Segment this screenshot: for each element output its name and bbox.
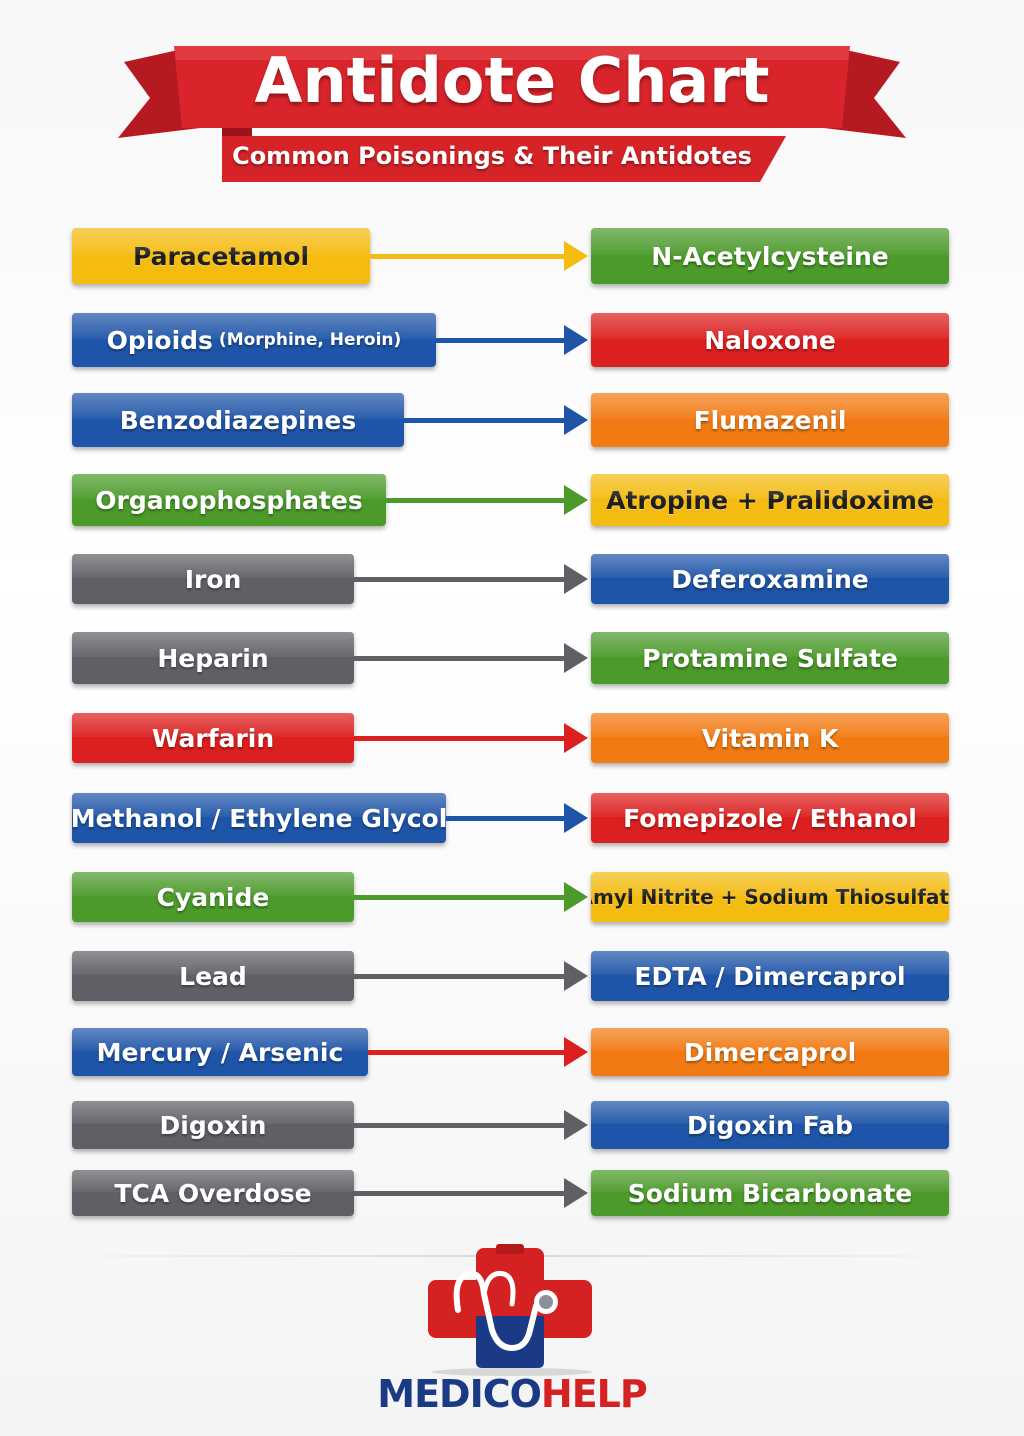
poison-box: Iron: [72, 554, 354, 604]
poison-box: Opioids(Morphine, Heroin): [72, 313, 436, 367]
medical-cross-stethoscope-icon: [412, 1244, 612, 1384]
antidote-label: Naloxone: [704, 325, 836, 355]
poison-label: Cyanide: [156, 882, 270, 912]
poison-label: Paracetamol: [132, 241, 310, 271]
arrow-icon: [354, 951, 588, 1001]
poison-box: Cyanide: [72, 872, 354, 922]
antidote-label: Fomepizole / Ethanol: [623, 803, 917, 833]
poison-box: Organophosphates: [72, 474, 386, 526]
arrow-icon: [354, 872, 588, 922]
poison-box: Benzodiazepines: [72, 393, 404, 447]
antidote-label: Sodium Bicarbonate: [627, 1178, 913, 1208]
arrow-icon: [446, 793, 588, 843]
antidote-label: Vitamin K: [701, 723, 839, 753]
antidote-box: Deferoxamine: [591, 554, 949, 604]
antidote-box: Vitamin K: [591, 713, 949, 763]
antidote-row: Digoxin Digoxin Fab: [0, 1101, 1024, 1149]
antidote-box: Amyl Nitrite + Sodium Thiosulfate: [591, 872, 949, 922]
antidote-row: Organophosphates Atropine + Pralidoxime: [0, 474, 1024, 526]
antidote-box: Naloxone: [591, 313, 949, 367]
poison-label: Iron: [184, 564, 242, 594]
poison-box: Lead: [72, 951, 354, 1001]
brand-part-2: HELP: [540, 1372, 648, 1416]
title-banner: Antidote Chart Common Poisonings & Their…: [0, 0, 1024, 200]
antidote-row: Lead EDTA / Dimercaprol: [0, 951, 1024, 1001]
brand-part-1: MEDICO: [377, 1372, 542, 1416]
antidote-row: Iron Deferoxamine: [0, 554, 1024, 604]
antidote-box: Flumazenil: [591, 393, 949, 447]
antidote-box: Atropine + Pralidoxime: [591, 474, 949, 526]
poison-box: TCA Overdose: [72, 1170, 354, 1216]
arrow-icon: [404, 393, 588, 447]
antidote-label: EDTA / Dimercaprol: [634, 961, 906, 991]
antidote-row: Opioids(Morphine, Heroin) Naloxone: [0, 313, 1024, 367]
brand-logo-text: MEDICOHELP: [0, 1372, 1024, 1416]
poison-label: Methanol / Ethylene Glycol: [72, 803, 446, 833]
antidote-label: Atropine + Pralidoxime: [606, 485, 934, 515]
arrow-icon: [368, 1028, 588, 1076]
arrow-icon: [370, 228, 588, 284]
arrow-icon: [354, 1101, 588, 1149]
antidote-box: N-Acetylcysteine: [591, 228, 949, 284]
antidote-box: Sodium Bicarbonate: [591, 1170, 949, 1216]
antidote-box: Digoxin Fab: [591, 1101, 949, 1149]
poison-label: Organophosphates: [95, 485, 363, 515]
poison-label: Warfarin: [151, 723, 275, 753]
antidote-row: Warfarin Vitamin K: [0, 713, 1024, 763]
page-title: Antidote Chart: [254, 44, 770, 117]
poison-note: (Morphine, Heroin): [218, 330, 402, 350]
arrow-icon: [354, 713, 588, 763]
poison-label: Digoxin: [159, 1110, 267, 1140]
antidote-box: Protamine Sulfate: [591, 632, 949, 684]
page-subtitle: Common Poisonings & Their Antidotes: [232, 142, 752, 170]
poison-label: Benzodiazepines: [119, 405, 357, 435]
poison-box: Mercury / Arsenic: [72, 1028, 368, 1076]
ribbon-graphic: [118, 46, 906, 182]
poison-label: Lead: [179, 961, 247, 991]
antidote-row: Cyanide Amyl Nitrite + Sodium Thiosulfat…: [0, 872, 1024, 922]
arrow-icon: [386, 474, 588, 526]
poison-box: Paracetamol: [72, 228, 370, 284]
poison-label: Heparin: [157, 643, 269, 673]
antidote-box: Fomepizole / Ethanol: [591, 793, 949, 843]
antidote-label: Dimercaprol: [683, 1037, 857, 1067]
antidote-row: Methanol / Ethylene Glycol Fomepizole / …: [0, 793, 1024, 843]
antidote-box: EDTA / Dimercaprol: [591, 951, 949, 1001]
antidote-box: Dimercaprol: [591, 1028, 949, 1076]
antidote-row: TCA Overdose Sodium Bicarbonate: [0, 1170, 1024, 1216]
antidote-row: Benzodiazepines Flumazenil: [0, 393, 1024, 447]
poison-box: Warfarin: [72, 713, 354, 763]
poison-box: Heparin: [72, 632, 354, 684]
antidote-label: Deferoxamine: [671, 564, 869, 594]
antidote-row: Heparin Protamine Sulfate: [0, 632, 1024, 684]
antidote-label: Amyl Nitrite + Sodium Thiosulfate: [591, 885, 949, 909]
poison-box: Digoxin: [72, 1101, 354, 1149]
antidote-label: Protamine Sulfate: [642, 643, 898, 673]
arrow-icon: [354, 554, 588, 604]
poison-label: Mercury / Arsenic: [96, 1037, 344, 1067]
poison-label: Opioids: [106, 325, 213, 355]
antidote-label: Digoxin Fab: [687, 1110, 853, 1140]
arrow-icon: [354, 1170, 588, 1216]
arrow-icon: [354, 632, 588, 684]
poison-label: TCA Overdose: [114, 1178, 312, 1208]
poison-box: Methanol / Ethylene Glycol: [72, 793, 446, 843]
antidote-row: Mercury / Arsenic Dimercaprol: [0, 1028, 1024, 1076]
antidote-row: Paracetamol N-Acetylcysteine: [0, 228, 1024, 284]
antidote-label: Flumazenil: [693, 405, 847, 435]
arrow-icon: [436, 313, 588, 367]
antidote-label: N-Acetylcysteine: [651, 241, 889, 271]
